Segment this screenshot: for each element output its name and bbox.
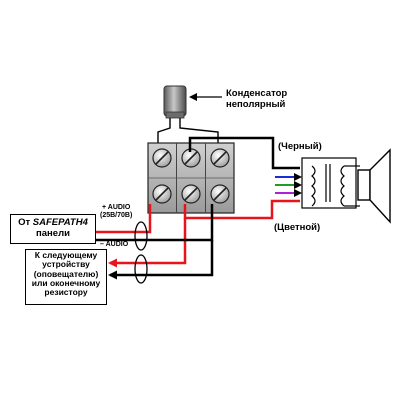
transformer-icon: [301, 157, 360, 209]
panel-source-box: От SAFEPATH4 панели: [10, 214, 96, 244]
twisted-pair-ring: [134, 254, 148, 284]
audio-minus-label: – AUDIO: [100, 241, 129, 248]
audio-plus-label: + AUDIO (25В/70В): [100, 204, 133, 220]
positive-audio-wire: [96, 199, 300, 234]
speaker-icon: [357, 148, 391, 224]
capacitor-label: Конденсатор неполярный: [226, 88, 288, 110]
black-wire-label: (Черный): [278, 141, 322, 152]
terminal-screw-icon: [181, 184, 201, 204]
next-device-box: К следующему устройству (оповещателю) ил…: [25, 249, 107, 305]
colored-wire-label: (Цветной): [274, 222, 321, 233]
terminal-screw-icon: [152, 148, 172, 168]
terminal-screw-icon: [152, 184, 172, 204]
capacitor-icon: [157, 85, 219, 146]
terminal-screw-icon: [210, 184, 230, 204]
next-device-negative-wire: [108, 240, 214, 280]
terminal-screw-icon: [210, 148, 230, 168]
twisted-pair-ring: [134, 221, 148, 251]
